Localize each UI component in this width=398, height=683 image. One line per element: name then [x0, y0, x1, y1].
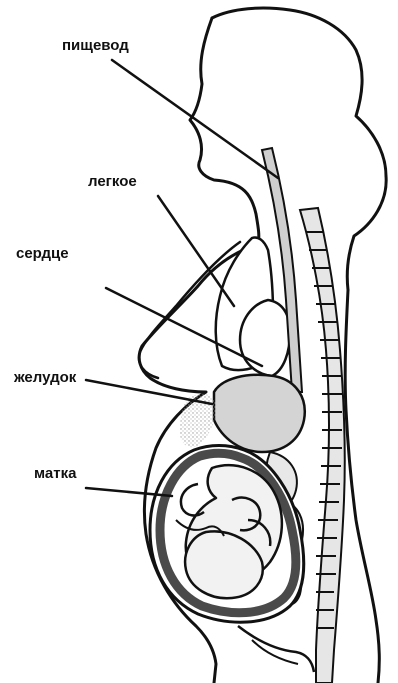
stomach-shape [214, 375, 305, 452]
label-heart: сердце [16, 246, 69, 261]
label-uterus: матка [34, 466, 76, 481]
spine [300, 208, 345, 683]
back-outline [345, 290, 379, 683]
pelvis-lines [238, 626, 314, 672]
leader-esophagus [112, 60, 278, 178]
label-esophagus: пищевод [62, 38, 129, 53]
label-lung: легкое [88, 174, 137, 189]
label-stomach: желудок [14, 370, 76, 385]
